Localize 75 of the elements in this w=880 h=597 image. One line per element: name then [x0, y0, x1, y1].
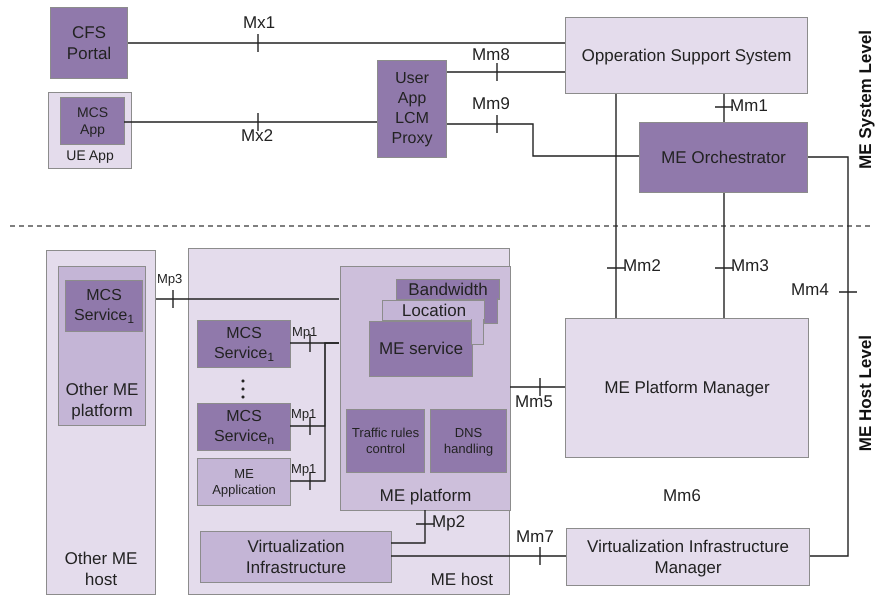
- connector-line: [446, 114, 640, 157]
- edge-label: Mm9: [472, 95, 510, 112]
- edge-label: Mm8: [472, 46, 510, 63]
- service-box: [65, 280, 143, 332]
- infrastructure-box: [200, 531, 392, 583]
- proxy-box: [377, 60, 447, 158]
- application-box: [197, 458, 291, 506]
- function-box: [346, 409, 425, 473]
- service-box: [197, 403, 291, 451]
- node-label: DNS handling: [442, 424, 494, 458]
- edge-label: Mm1: [730, 97, 768, 114]
- node-label: Other ME platform: [64, 378, 140, 421]
- service-box: [396, 279, 500, 300]
- orchestrator-box: [639, 122, 808, 193]
- node-label: MCS App: [76, 104, 110, 138]
- connector-line: [606, 93, 626, 319]
- platform-container: [340, 266, 511, 511]
- node-label: Bandwidth: [408, 278, 488, 300]
- node-label: ME Orchestrator: [661, 146, 786, 168]
- connector-line: [509, 377, 566, 397]
- node-label: ME Application: [211, 466, 277, 498]
- node-label: MCS Service$_{1}$: [212, 324, 276, 364]
- connector-line: [807, 156, 858, 557]
- node-label: ME platform: [380, 484, 472, 506]
- node-label: Traffic rules control: [351, 424, 420, 458]
- edge-label: Mx1: [243, 14, 276, 31]
- node-label: CFS Portal: [66, 22, 112, 64]
- node-label: MCS Service$_{1}$: [72, 286, 136, 326]
- edge-label: Mm3: [731, 257, 769, 274]
- system-box: [565, 17, 808, 94]
- interface-label: Mm6: [663, 487, 701, 504]
- portal-box: [50, 7, 128, 79]
- app-box: [60, 97, 125, 145]
- node-label: User App LCM Proxy: [390, 69, 434, 149]
- node-label: ME Platform Manager: [604, 377, 770, 399]
- connector-line: [155, 289, 340, 309]
- connector-line: [714, 93, 734, 123]
- edge-label: Mp1: [291, 407, 316, 420]
- platform-container: [58, 266, 146, 426]
- edge-label: Mm4: [791, 281, 829, 298]
- app-container: [48, 92, 132, 169]
- service-box: [197, 320, 291, 368]
- connector-line: [714, 192, 734, 319]
- node-label: UE App: [66, 146, 114, 164]
- node-label: MCS Service$_{n}$: [212, 407, 276, 447]
- edge-label: Mx2: [241, 127, 274, 144]
- node-label: Location: [402, 300, 466, 322]
- service-box: [369, 321, 473, 377]
- connector-line: [123, 112, 378, 132]
- service-box: [382, 300, 486, 321]
- connector-line: [390, 509, 435, 544]
- manager-box: [566, 528, 810, 586]
- connector-line: [289, 342, 340, 491]
- edge-label: Mp1: [291, 462, 316, 475]
- node-label: Opperation Support System: [582, 44, 792, 66]
- edge-label: Mp2: [432, 513, 466, 530]
- manager-box: [565, 318, 809, 458]
- level-label: ME Host Level: [855, 335, 876, 452]
- node-label: Other ME host: [64, 548, 138, 590]
- edge-label: Mp3: [157, 272, 182, 285]
- level-label: ME System Level: [855, 30, 876, 169]
- edge-label: Mp1: [292, 325, 318, 338]
- node-label: ME host: [430, 568, 493, 590]
- host-container: [188, 248, 510, 595]
- connector-line: [390, 546, 567, 566]
- node-label: ME service: [378, 338, 464, 360]
- node-label: Virtualization Infrastructure Manager: [586, 536, 790, 578]
- node-label: Virtualization Infrastructure: [244, 536, 348, 578]
- edge-label: Mm2: [623, 257, 661, 274]
- host-container: [46, 250, 156, 595]
- connector-line: [446, 62, 566, 82]
- function-box: [430, 409, 507, 473]
- edge-label: Mm7: [516, 528, 554, 545]
- connector-line: [127, 33, 566, 53]
- edge-label: Mm5: [515, 393, 553, 410]
